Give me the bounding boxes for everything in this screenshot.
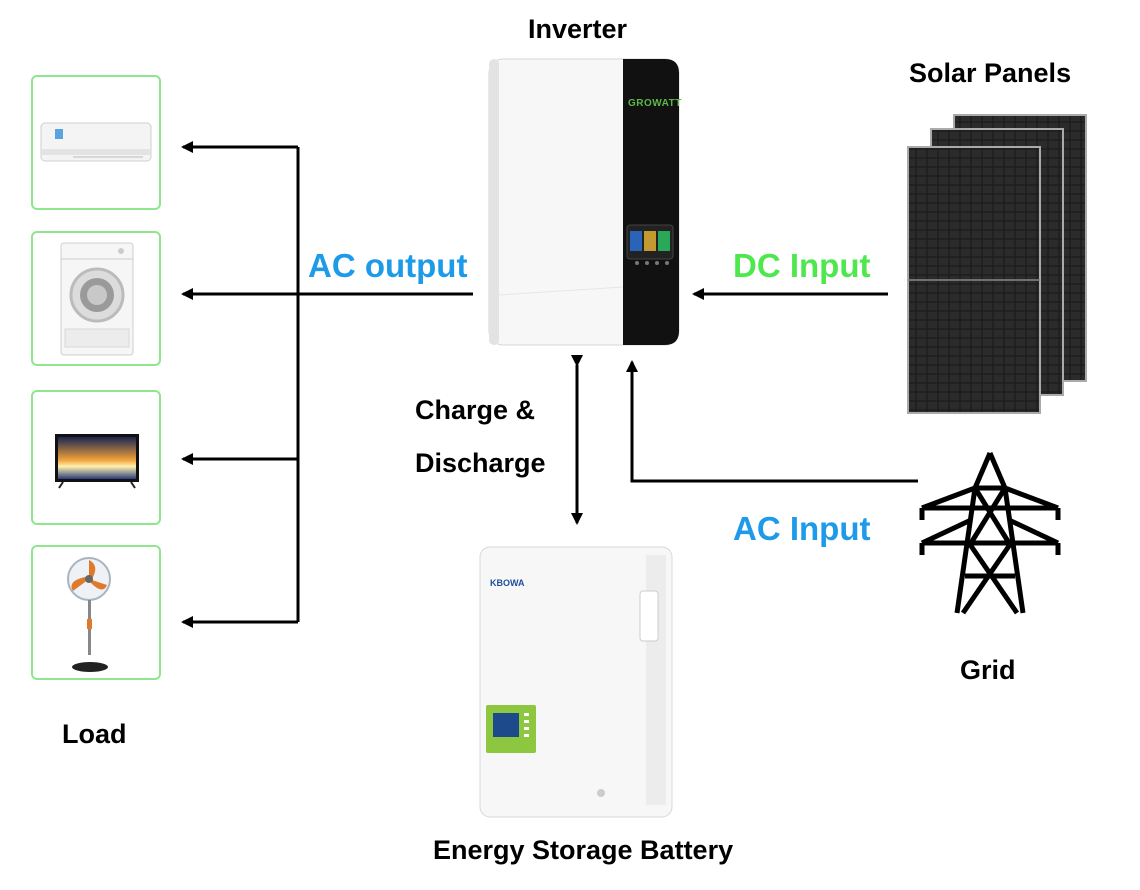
grid-label: Grid — [960, 655, 1016, 685]
ac-input-label: AC Input — [733, 510, 871, 547]
arrow-ac-input — [626, 360, 918, 483]
washing-machine-icon — [60, 242, 134, 356]
battery-logo: KBOWA — [490, 578, 525, 588]
solar-panels-label: Solar Panels — [909, 58, 1072, 88]
power-tower-icon — [919, 452, 1061, 615]
inverter-unit — [488, 58, 680, 346]
load-box-standing-fan — [31, 545, 161, 680]
air-conditioner-icon — [40, 122, 152, 162]
inverter-label: Inverter — [528, 14, 628, 44]
dc-input-label: DC Input — [733, 247, 871, 284]
ac-output-label: AC output — [308, 247, 468, 284]
load-box-air-conditioner — [31, 75, 161, 210]
load-label: Load — [62, 719, 127, 749]
battery-unit — [479, 546, 673, 818]
discharge-label: Discharge — [415, 448, 546, 478]
standing-fan-icon — [67, 557, 111, 672]
solar-panels — [907, 114, 1087, 414]
battery-label: Energy Storage Battery — [433, 835, 734, 865]
charge-label: Charge & — [415, 395, 536, 425]
television-icon — [55, 434, 139, 489]
load-box-television — [31, 390, 161, 525]
load-box-washing-machine — [31, 231, 161, 366]
inverter-logo: GROWATT — [628, 98, 682, 109]
